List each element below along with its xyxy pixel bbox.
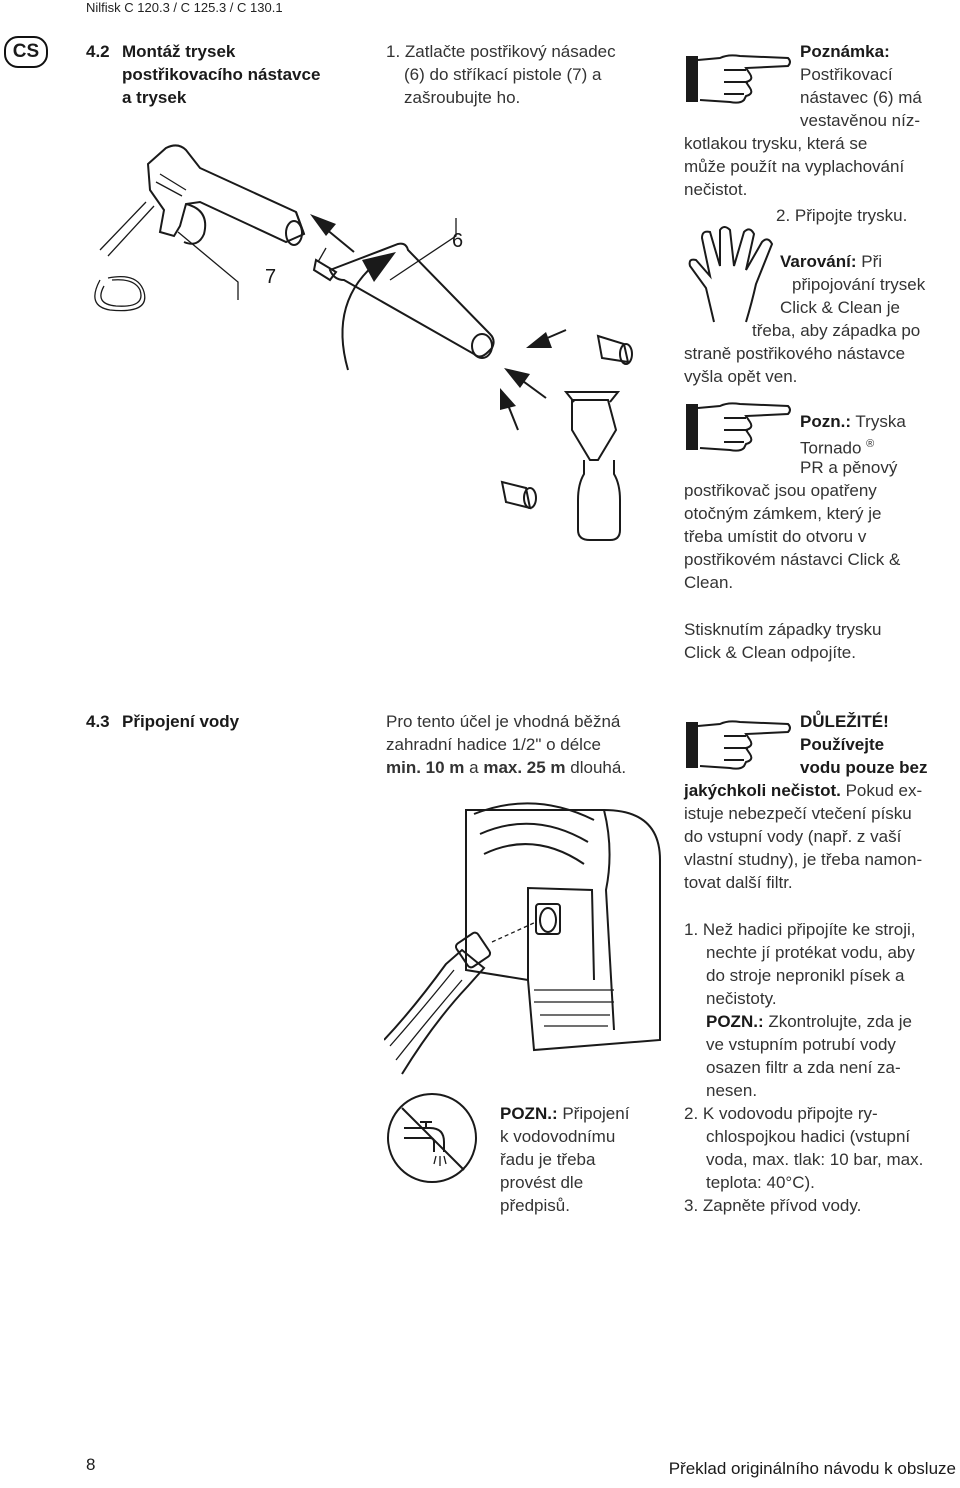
warning-text: Varování: Při: [780, 252, 883, 271]
section-4-3-number: 4.3: [86, 712, 110, 731]
no-tap-water-icon: [387, 1093, 477, 1183]
section-4-3-step1: 1. Než hadici připojíte ke stroji, necht…: [684, 920, 924, 1215]
section-4-2-title: Montáž trysek postřikovacího nástavce a …: [122, 42, 321, 107]
language-badge: CS: [4, 36, 48, 68]
note1-text-a: Postřikovací nástavec (6) má vestavěnou …: [800, 65, 922, 130]
section-4-2-step1: 1. Zatlačte postřikový násadec (6) do st…: [386, 42, 616, 107]
pointing-hand-icon: [686, 720, 791, 770]
important-text: jakýchkoli nečistot. Pokud ex-: [684, 781, 923, 800]
callout-6: 6: [452, 230, 464, 252]
warning-line: straně postřikového nástavce: [684, 344, 906, 363]
release-instruction: Stisknutím západky trysku Click & Clean …: [684, 620, 882, 662]
warning-line: Click & Clean je: [780, 298, 900, 317]
warning-line: připojování trysek: [792, 275, 926, 294]
callout-7: 7: [265, 266, 277, 288]
section-4-3-title: Připojení vody: [122, 712, 240, 731]
important-text: Používejte: [800, 735, 885, 754]
note1-text-b: kotlakou trysku, která se může použít na…: [684, 134, 905, 199]
pointing-hand-icon: [686, 402, 791, 452]
page-number: 8: [86, 1455, 96, 1474]
note1-label-bold: Poznámka:: [800, 42, 890, 61]
important-text: vodu pouze bez: [800, 758, 928, 777]
note2-text: Pozn.: Tryska: [800, 412, 906, 431]
tap-note: POZN.: Připojení k vodovodnímu řadu je t…: [500, 1104, 630, 1215]
section-4-2-step2: 2. Připojte trysku.: [776, 206, 908, 225]
section-4-2-number: 4.2: [86, 42, 110, 61]
warning-line: třeba, aby západka po: [752, 321, 921, 340]
note2-tornado: Tornado ®: [800, 438, 875, 458]
important-title: DŮLEŽITÉ!: [800, 712, 889, 731]
spray-gun-illustration: [94, 144, 633, 541]
warning-hand-icon: [688, 226, 774, 323]
footer-title: Překlad originálního návodu k obsluze: [668, 1459, 956, 1478]
important-lines: istuje nebezpečí vtečení písku do vstupn…: [684, 804, 923, 892]
water-connection-illustration: [384, 802, 661, 1075]
section-4-3-intro: Pro tento účel je vhodná běžná zahradní …: [386, 712, 627, 777]
note2-lines: postřikovač jsou opatřeny otočným zámkem…: [684, 481, 901, 592]
header-model: Nilfisk C 120.3 / C 125.3 / C 130.1: [86, 0, 283, 15]
warning-line: vyšla opět ven.: [684, 367, 798, 386]
note2-line: PR a pěnový: [800, 458, 898, 477]
pointing-hand-icon: [686, 54, 791, 104]
